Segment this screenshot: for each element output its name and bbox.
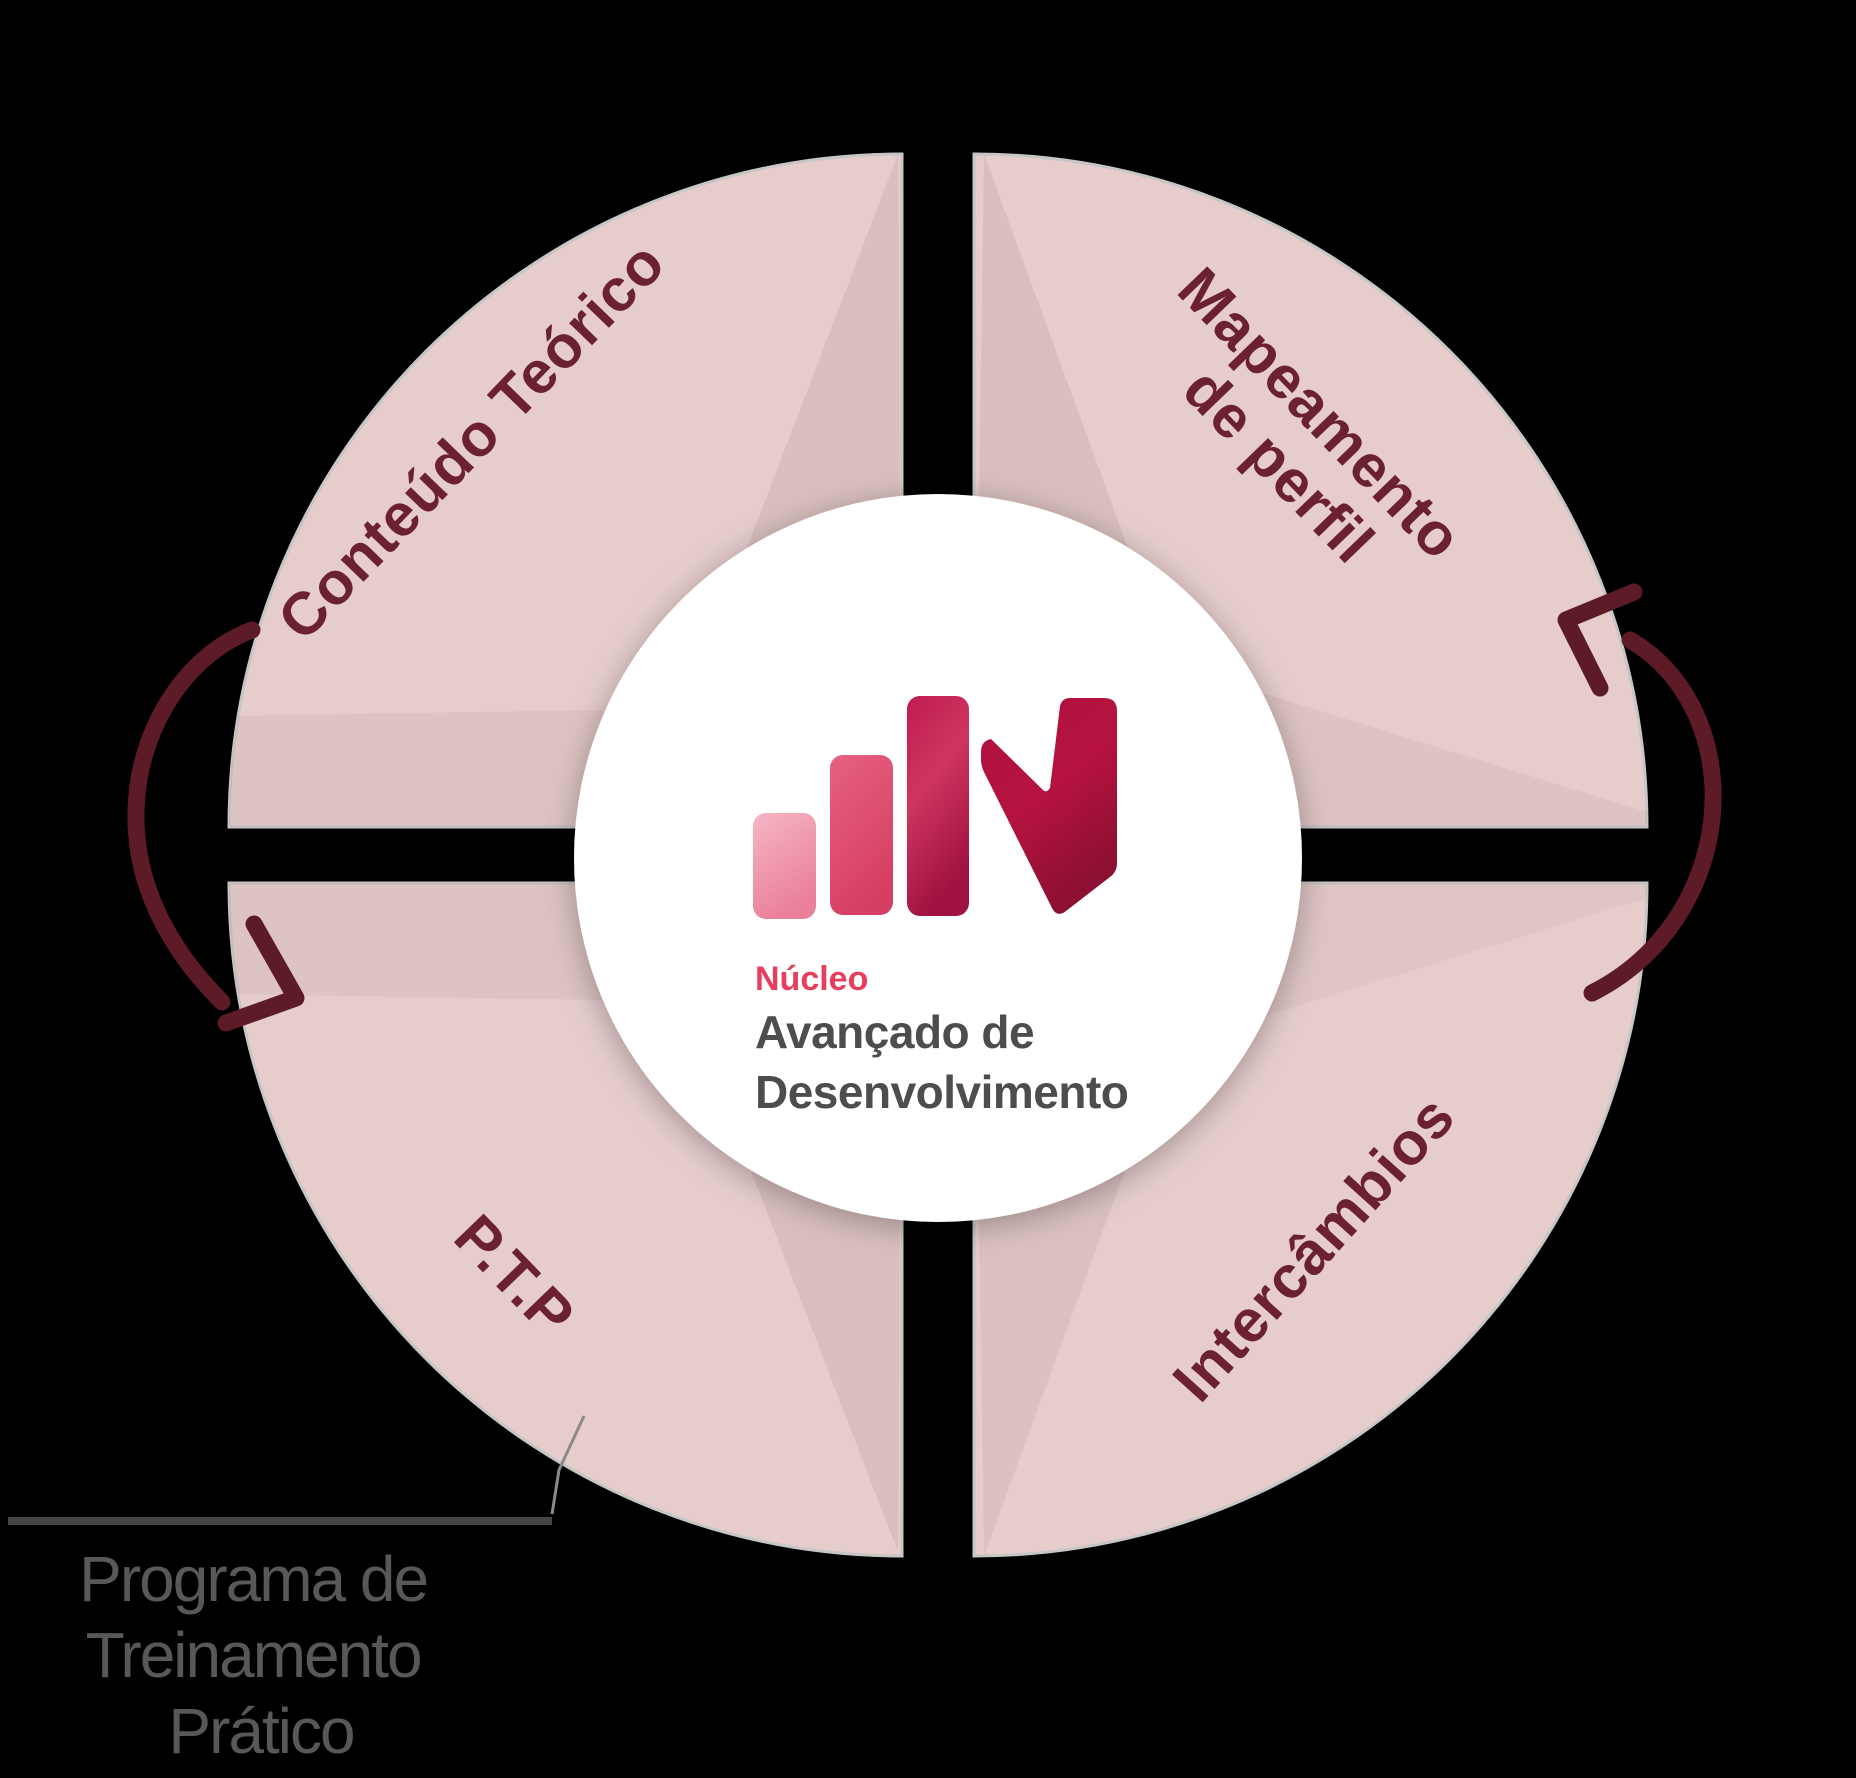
- callout: Programa de Treinamento Prático: [8, 1415, 586, 1767]
- left-arrow-arc: [127, 621, 261, 1011]
- right-arrow-arc: [1583, 631, 1722, 1002]
- brand-name-nucleo: Núcleo: [755, 960, 868, 998]
- callout-line-1: Programa de: [79, 1543, 427, 1615]
- logo-n-shape: [981, 698, 1117, 914]
- logo-bar-1: [753, 813, 816, 919]
- brand-name-desenvolvimento: Desenvolvimento: [755, 1066, 1128, 1118]
- callout-pointer-line: [550, 1415, 586, 1515]
- left-arrowhead-icon: [217, 915, 305, 1032]
- callout-line-2: Treinamento: [86, 1619, 421, 1691]
- callout-line-3: Prático: [168, 1695, 353, 1767]
- cycle-arrow-right: [1557, 583, 1722, 1002]
- right-arrowhead-icon: [1557, 583, 1643, 697]
- cycle-arrow-left: [127, 621, 305, 1032]
- logo-bar-2: [830, 755, 893, 915]
- callout-label-programa-treinamento-pratico: Programa de Treinamento Prático: [79, 1543, 443, 1767]
- logo-bar-3: [907, 696, 969, 916]
- bar-chart-n-logo-icon: [753, 696, 1117, 919]
- brand-name-avancado-de: Avançado de: [755, 1006, 1034, 1058]
